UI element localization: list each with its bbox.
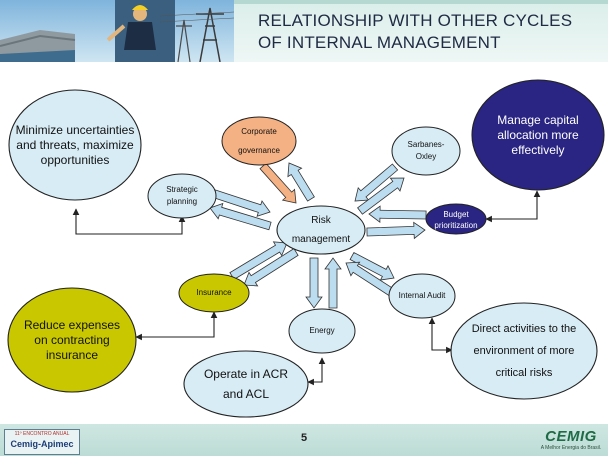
outcome-capital-label: Manage capital allocation more effective… — [497, 112, 579, 157]
event-logo-top: 11º ENCONTRO ANUAL — [14, 431, 70, 437]
node-insurance-label: Insurance — [196, 288, 232, 297]
arrow-insurance-to-risk — [229, 241, 288, 280]
arrow-strategic-to-risk — [210, 188, 271, 217]
event-logo-name: Cemig-Apimec — [10, 439, 74, 449]
connector-audit-direct — [428, 317, 453, 354]
header-photo — [0, 0, 234, 62]
node-audit-label: Internal Audit — [398, 291, 446, 300]
outcome-operate-ellipse — [183, 350, 309, 418]
node-corporate-ellipse — [221, 116, 297, 166]
outcome-reduce-ellipse — [7, 287, 137, 393]
company-slogan: A Melhor Energia do Brasil. — [540, 445, 602, 451]
company-logo: CEMIG A Melhor Energia do Brasil. — [538, 428, 604, 452]
node-insurance-ellipse — [178, 273, 250, 313]
diagram-canvas — [7, 79, 605, 418]
connector-budget-capital — [485, 190, 541, 223]
node-sarbanes-label: Sarbanes- Oxley — [407, 140, 445, 161]
node-strategic-ellipse — [147, 173, 217, 219]
arrow-risk-to-strategic — [209, 202, 272, 231]
company-logo-name: CEMIG — [545, 428, 597, 445]
arrow-energy-to-risk — [324, 257, 342, 309]
connector-insurance-reduce — [135, 311, 218, 341]
outcome-reduce-label: Reduce expenses on contracting insurance — [23, 317, 121, 362]
connector-energy-operate — [307, 357, 326, 386]
outcome-direct-ellipse — [450, 302, 598, 400]
arrow-risk-to-audit — [349, 251, 395, 281]
arrow-risk-to-corporate — [287, 162, 315, 202]
arrow-risk-to-budget — [366, 221, 426, 240]
title-line-1: RELATIONSHIP WITH OTHER CYCLES — [258, 11, 573, 30]
footer — [0, 424, 608, 456]
connector-strategic-minimize — [72, 208, 186, 235]
outcome-minimize-ellipse — [8, 89, 142, 201]
page-number: 5 — [300, 432, 308, 444]
node-budget-ellipse — [425, 203, 487, 235]
node-sarbanes-ellipse — [391, 126, 461, 176]
center-risk-ellipse — [276, 205, 366, 255]
outcome-minimize-label: Minimize uncertainties and threats, maxi… — [15, 122, 135, 167]
slide-title: RELATIONSHIP WITH OTHER CYCLES OF INTERN… — [258, 10, 598, 54]
outcome-operate-label: Operate in ACR and ACL — [203, 367, 289, 401]
arrow-risk-to-insurance — [243, 248, 299, 287]
node-strategic-label: Strategic planning — [166, 185, 198, 206]
outcome-direct-label: Direct activities to the environment of … — [471, 323, 577, 379]
arrow-corporate-to-risk — [259, 162, 297, 204]
title-line-2: OF INTERNAL MANAGEMENT — [258, 33, 501, 52]
arrow-sarbanes-to-risk — [354, 163, 399, 202]
outcome-capital-ellipse — [471, 79, 605, 191]
node-budget-label: Budget prioritization — [434, 210, 478, 230]
node-audit-ellipse — [388, 273, 456, 319]
node-energy-ellipse — [288, 308, 356, 354]
arrow-audit-to-risk — [345, 261, 394, 296]
arrow-risk-to-energy — [305, 257, 323, 309]
arrow-risk-to-sarbanes — [357, 177, 405, 215]
node-corporate-label: Corporate governance — [238, 127, 280, 155]
event-logo: 11º ENCONTRO ANUAL Cemig-Apimec — [4, 429, 80, 455]
node-energy-label: Energy — [309, 326, 335, 335]
arrow-budget-to-risk — [368, 205, 427, 224]
center-risk-label: Risk management — [291, 215, 351, 245]
header-accent-bar — [234, 0, 608, 4]
